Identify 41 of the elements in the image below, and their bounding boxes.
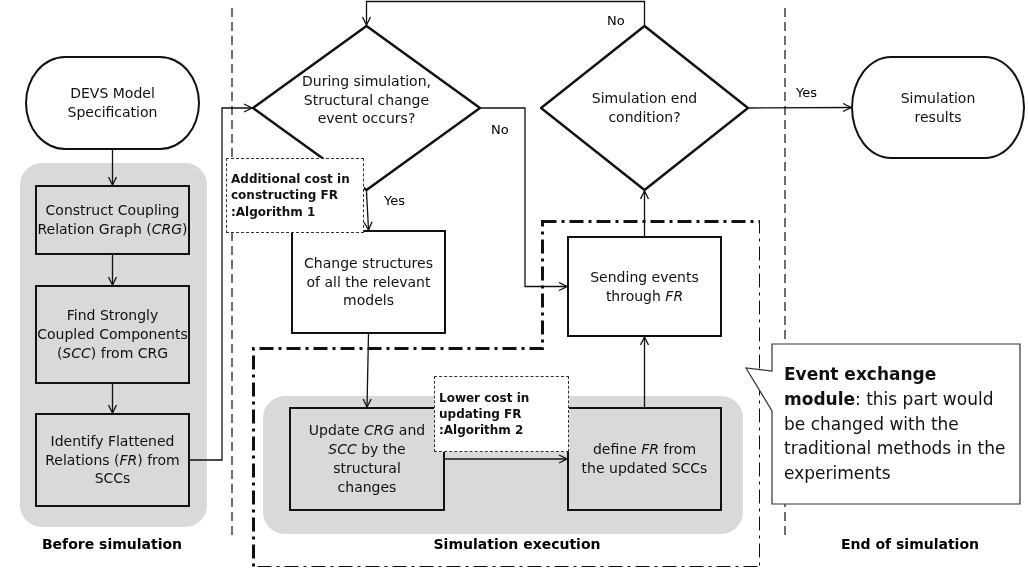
arrow [361,0,646,26]
arrow [748,102,852,113]
arrow [480,107,568,292]
cost-callout-tooltip [226,158,364,233]
process-box [291,230,446,334]
node-label: Construct Coupling Relation Graph (CRG) [37,201,188,239]
phase-label: End of simulation [841,536,979,552]
node-label: Lower cost in updating FR :Algorithm 2 [439,389,531,439]
node-label: Event exchange module: this part would be changed with the traditional methods in the experiments [783,363,1007,485]
arrow [639,190,650,237]
phase-label: Simulation execution [433,536,601,552]
decision-diamond [540,25,749,191]
node-label: Simulation end condition? [590,89,699,127]
process-box [35,185,190,255]
node-label: Additional cost in constructing FR :Algorithm 1 [231,171,351,220]
node-label: Simulation results [899,88,977,127]
phase-label: Before simulation [41,536,183,552]
arrow [107,383,118,414]
speech-bubble [745,343,1021,505]
arrow [107,149,118,186]
node-label: Sending events through FR [589,267,700,306]
arrow [639,336,650,408]
process-box [567,236,722,337]
arrow [363,190,373,231]
node-label: Change structures of all the relevant models [303,253,434,311]
node-label: Find Strongly Coupled Components (SCC) from CRG [37,306,188,363]
arrow [444,454,568,464]
shaded-panel [20,163,207,527]
cost-callout-tooltip [434,376,569,452]
node-label: define FR from the updated SCCs [580,440,709,478]
process-box [35,413,190,507]
arrow [189,103,253,461]
process-box [567,407,722,511]
node-label: DEVS Model Specification [66,84,159,122]
node-label: During simulation, Structural change event occurs? [301,71,432,129]
arrow [107,254,118,286]
node-label: Identify Flattened Relations (FR) from SCCs [44,431,181,489]
arrow [362,333,372,408]
process-box [35,285,190,384]
node-label: Update CRG and SCC by the structural changes [307,421,427,497]
dash-dot-region [252,220,760,567]
